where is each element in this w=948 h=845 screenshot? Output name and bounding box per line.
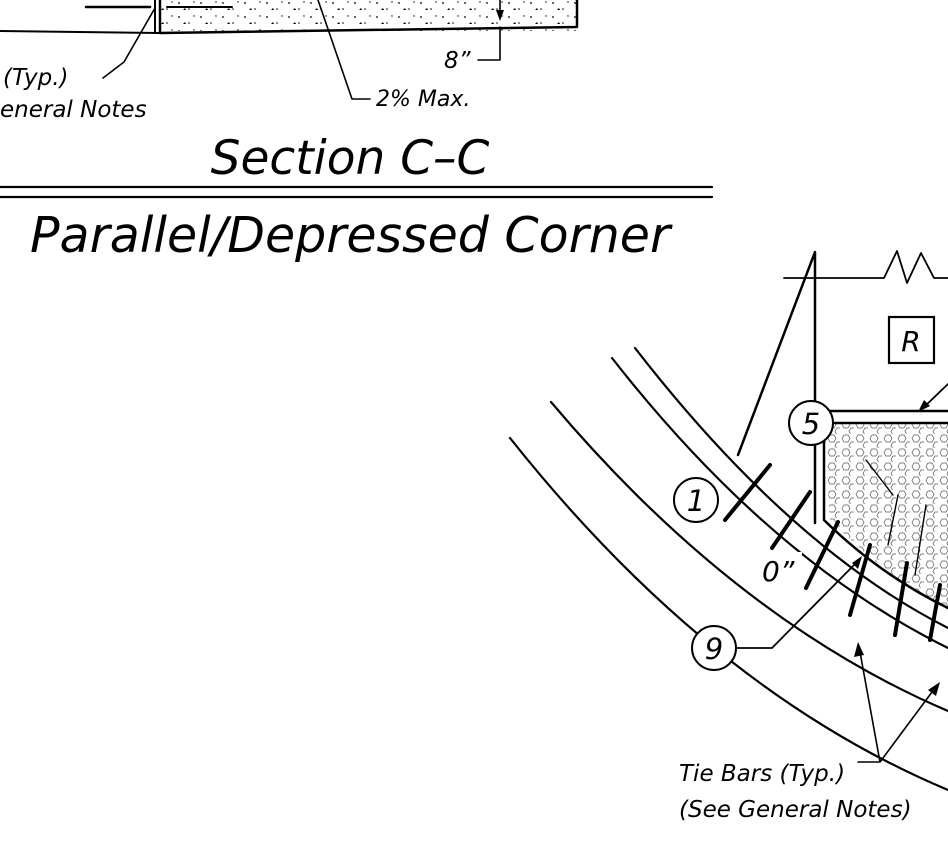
concrete-slab xyxy=(160,0,577,31)
see-notes-label: (See General Notes) xyxy=(679,797,912,823)
callout-9-leader xyxy=(735,561,858,649)
sign-box xyxy=(887,315,936,365)
svg-text:9: 9 xyxy=(705,632,723,666)
svg-text:5: 5 xyxy=(802,407,820,441)
plan-title: Parallel/Depressed Corner xyxy=(30,207,673,264)
plan-view: R 5 1 9 0” Tie Bars (Typ.) (See General … xyxy=(508,250,948,823)
svg-text:1: 1 xyxy=(687,484,705,518)
slab-outline xyxy=(158,0,579,35)
callout-9: 9 xyxy=(691,625,737,671)
tie-leader-arrow-1 xyxy=(854,642,864,657)
dim-arrow xyxy=(496,10,504,21)
left-slab-bottom xyxy=(0,30,161,34)
ramp-edge-line xyxy=(736,250,817,525)
dimension-mask xyxy=(760,552,802,586)
typ-leader xyxy=(102,7,156,79)
section-title: Section C–C xyxy=(211,131,490,186)
general-notes-label: eneral Notes xyxy=(0,97,147,123)
thickness-label: 8” xyxy=(444,48,472,74)
thickness-leader xyxy=(477,26,501,61)
sign-letter: R xyxy=(901,325,920,358)
slope-leader xyxy=(317,0,371,100)
typ-label: (Typ.) xyxy=(3,65,69,91)
callout-5: 5 xyxy=(788,400,834,446)
slope-label: 2% Max. xyxy=(376,87,470,112)
curb-line-3 xyxy=(549,400,948,713)
tie-bars-label: Tie Bars (Typ.) xyxy=(679,761,845,787)
tie-leader-arrow-2 xyxy=(928,682,940,696)
tie-bars xyxy=(723,463,942,642)
tie-bars-leader xyxy=(857,651,936,763)
break-line xyxy=(783,250,948,284)
curb-line-2 xyxy=(610,356,948,650)
callout-9-arrow xyxy=(852,556,862,569)
section-c-c: (Typ.) eneral Notes 8” 2% Max. Section C… xyxy=(0,0,579,186)
sign-arrow xyxy=(918,400,930,412)
callout-1: 1 xyxy=(673,477,719,523)
dimension-label: 0” xyxy=(762,555,795,588)
